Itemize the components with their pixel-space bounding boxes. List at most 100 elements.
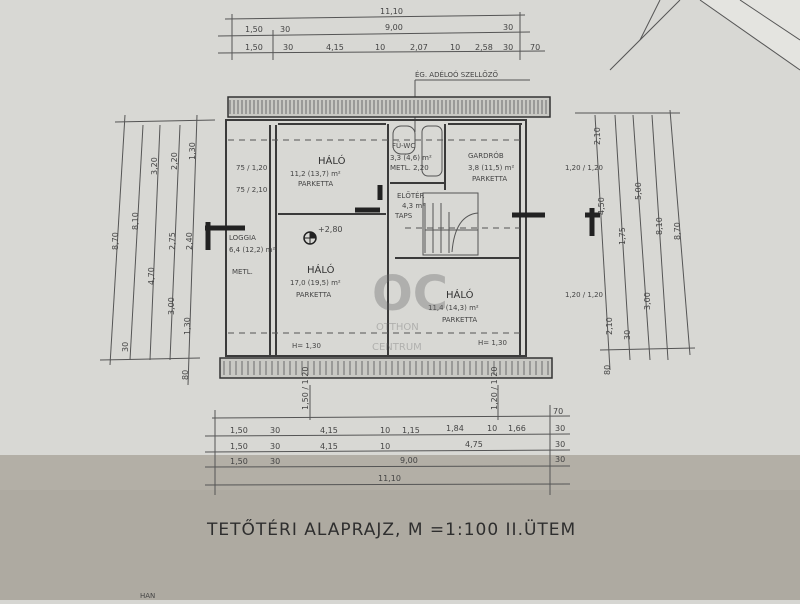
svg-text:3,8 (11,5) m²: 3,8 (11,5) m² (468, 164, 514, 172)
section-markers (205, 185, 600, 250)
room-loggia: LOGGIA 6,4 (12,2) m² METL. (229, 234, 275, 276)
bottom-dimensions: 1,50 / 1,20 1,20 / 1,20 70 1,50 30 4,15 … (204, 367, 571, 495)
svg-text:8,10: 8,10 (655, 217, 664, 235)
svg-text:10: 10 (487, 424, 497, 433)
level-marker: +2,80 (303, 225, 343, 245)
svg-text:3,00: 3,00 (643, 292, 652, 310)
svg-text:80: 80 (181, 370, 190, 380)
svg-text:1,50: 1,50 (245, 25, 263, 34)
window-labels: H= 1,30 H= 1,30 (292, 339, 507, 350)
svg-text:4,15: 4,15 (326, 43, 344, 52)
svg-text:30: 30 (270, 457, 280, 466)
svg-text:OTTHON: OTTHON (376, 322, 419, 333)
svg-text:1,30: 1,30 (188, 142, 197, 160)
room-wardrobe: GARDRÓB 3,8 (11,5) m² PARKETTA (468, 151, 514, 183)
svg-text:1,30: 1,30 (183, 317, 192, 335)
svg-text:4,3 m²: 4,3 m² (402, 202, 425, 210)
svg-text:70: 70 (553, 407, 563, 416)
svg-text:2,40: 2,40 (185, 232, 194, 250)
svg-text:FÜ-WC: FÜ-WC (392, 141, 415, 150)
svg-text:30: 30 (555, 455, 565, 464)
svg-text:LOGGIA: LOGGIA (229, 234, 256, 242)
svg-text:4,15: 4,15 (320, 442, 338, 451)
svg-text:1,20 / 1,20: 1,20 / 1,20 (565, 291, 603, 299)
svg-text:HÁLÓ: HÁLÓ (446, 288, 474, 301)
svg-text:8,70: 8,70 (673, 222, 682, 240)
svg-text:1,66: 1,66 (508, 424, 526, 433)
svg-text:2,75: 2,75 (168, 232, 177, 250)
svg-text:2,58: 2,58 (475, 43, 493, 52)
svg-text:5,00: 5,00 (634, 182, 643, 200)
svg-text:PARKETTA: PARKETTA (296, 291, 331, 299)
svg-text:10: 10 (450, 43, 460, 52)
svg-text:2,10: 2,10 (605, 317, 614, 335)
plan-walls (219, 96, 553, 379)
svg-text:METL. 2,20: METL. 2,20 (390, 164, 429, 172)
right-side-labels: 1,20 / 1,20 1,20 / 1,20 (565, 164, 603, 299)
svg-text:2,07: 2,07 (410, 43, 428, 52)
svg-text:10: 10 (375, 43, 385, 52)
ventilation-note: ÉG. ADÉLOÓ SZELLŐZŐ (415, 70, 499, 79)
watermark-logo: OC OTTHON CENTRUM (372, 266, 448, 353)
svg-text:METL.: METL. (232, 268, 253, 276)
svg-text:8,10: 8,10 (131, 212, 140, 230)
svg-text:30: 30 (503, 23, 513, 32)
room-hall-2: HÁLÓ 17,0 (19,5) m² PARKETTA (290, 263, 341, 299)
svg-text:10: 10 (380, 442, 390, 451)
drawing-title: TETŐTÉRI ALAPRAJZ, M =1:100 II.ÜTEM (206, 518, 576, 540)
svg-text:75 / 1,20: 75 / 1,20 (236, 164, 267, 172)
svg-text:3,00: 3,00 (167, 297, 176, 315)
room-hall-1: HÁLÓ 11,2 (13,7) m² PARKETTA (290, 154, 346, 188)
svg-text:30: 30 (280, 25, 290, 34)
overlapping-sheet (600, 0, 800, 71)
left-dimensions: 8,70 8,10 3,20 4,70 3,00 2,20 2,75 1,30 … (99, 114, 216, 386)
svg-text:1,50 / 1,20: 1,50 / 1,20 (301, 367, 310, 410)
svg-text:PARKETTA: PARKETTA (472, 175, 507, 183)
svg-text:TAPS: TAPS (394, 212, 413, 220)
svg-text:HÁLÓ: HÁLÓ (307, 263, 335, 276)
svg-text:1,50: 1,50 (230, 426, 248, 435)
svg-text:1,75: 1,75 (618, 227, 627, 245)
svg-text:30: 30 (283, 43, 293, 52)
right-dimensions: 8,70 8,10 5,00 3,00 2,10 4,50 2,10 1,75 … (575, 109, 696, 375)
svg-text:2,20: 2,20 (170, 152, 179, 170)
svg-text:4,70: 4,70 (147, 267, 156, 285)
svg-text:8,70: 8,70 (111, 232, 120, 250)
svg-text:+2,80: +2,80 (318, 225, 343, 234)
svg-text:OC: OC (372, 266, 448, 322)
svg-text:9,00: 9,00 (400, 456, 418, 465)
svg-text:11,10: 11,10 (378, 474, 401, 483)
svg-text:4,15: 4,15 (320, 426, 338, 435)
svg-text:1,50: 1,50 (245, 43, 263, 52)
svg-text:4,50: 4,50 (597, 197, 606, 215)
svg-text:H= 1,30: H= 1,30 (478, 339, 507, 347)
svg-text:11,2 (13,7) m²: 11,2 (13,7) m² (290, 170, 341, 178)
room-hallway: ELŐTÉR 4,3 m² TAPS (394, 191, 425, 220)
svg-text:HÁLÓ: HÁLÓ (318, 154, 346, 167)
svg-text:70: 70 (530, 43, 540, 52)
svg-text:4,75: 4,75 (465, 440, 483, 449)
svg-text:H= 1,30: H= 1,30 (292, 342, 321, 350)
room-hall-3: HÁLÓ 11,4 (14,3) m² PARKETTA (428, 288, 479, 324)
svg-text:30: 30 (270, 442, 280, 451)
svg-text:80: 80 (603, 365, 612, 375)
svg-text:1,20 / 1,20: 1,20 / 1,20 (490, 367, 499, 410)
svg-text:75 / 2,10: 75 / 2,10 (236, 186, 267, 194)
room-bathroom: FÜ-WC 3,3 (4,6) m² METL. 2,20 (390, 141, 432, 172)
svg-text:1,84: 1,84 (446, 424, 464, 433)
svg-text:1,20 / 1,20: 1,20 / 1,20 (565, 164, 603, 172)
svg-text:10: 10 (380, 426, 390, 435)
svg-text:11,4 (14,3) m²: 11,4 (14,3) m² (428, 304, 479, 312)
svg-text:30: 30 (121, 342, 130, 352)
svg-text:2,10: 2,10 (593, 127, 602, 145)
svg-text:CENTRUM: CENTRUM (372, 342, 422, 353)
svg-text:PARKETTA: PARKETTA (442, 316, 477, 324)
top-dimensions: 11,10 1,50 30 9,00 30 1,50 30 4,15 10 2,… (217, 7, 546, 60)
svg-text:30: 30 (270, 426, 280, 435)
left-side-labels: 75 / 1,20 75 / 2,10 (236, 164, 267, 194)
svg-text:3,3 (4,6) m²: 3,3 (4,6) m² (390, 154, 432, 162)
corner-label: HAN (140, 592, 155, 600)
svg-text:PARKETTA: PARKETTA (298, 180, 333, 188)
svg-text:1,50: 1,50 (230, 442, 248, 451)
svg-text:6,4 (12,2) m²: 6,4 (12,2) m² (229, 246, 275, 254)
